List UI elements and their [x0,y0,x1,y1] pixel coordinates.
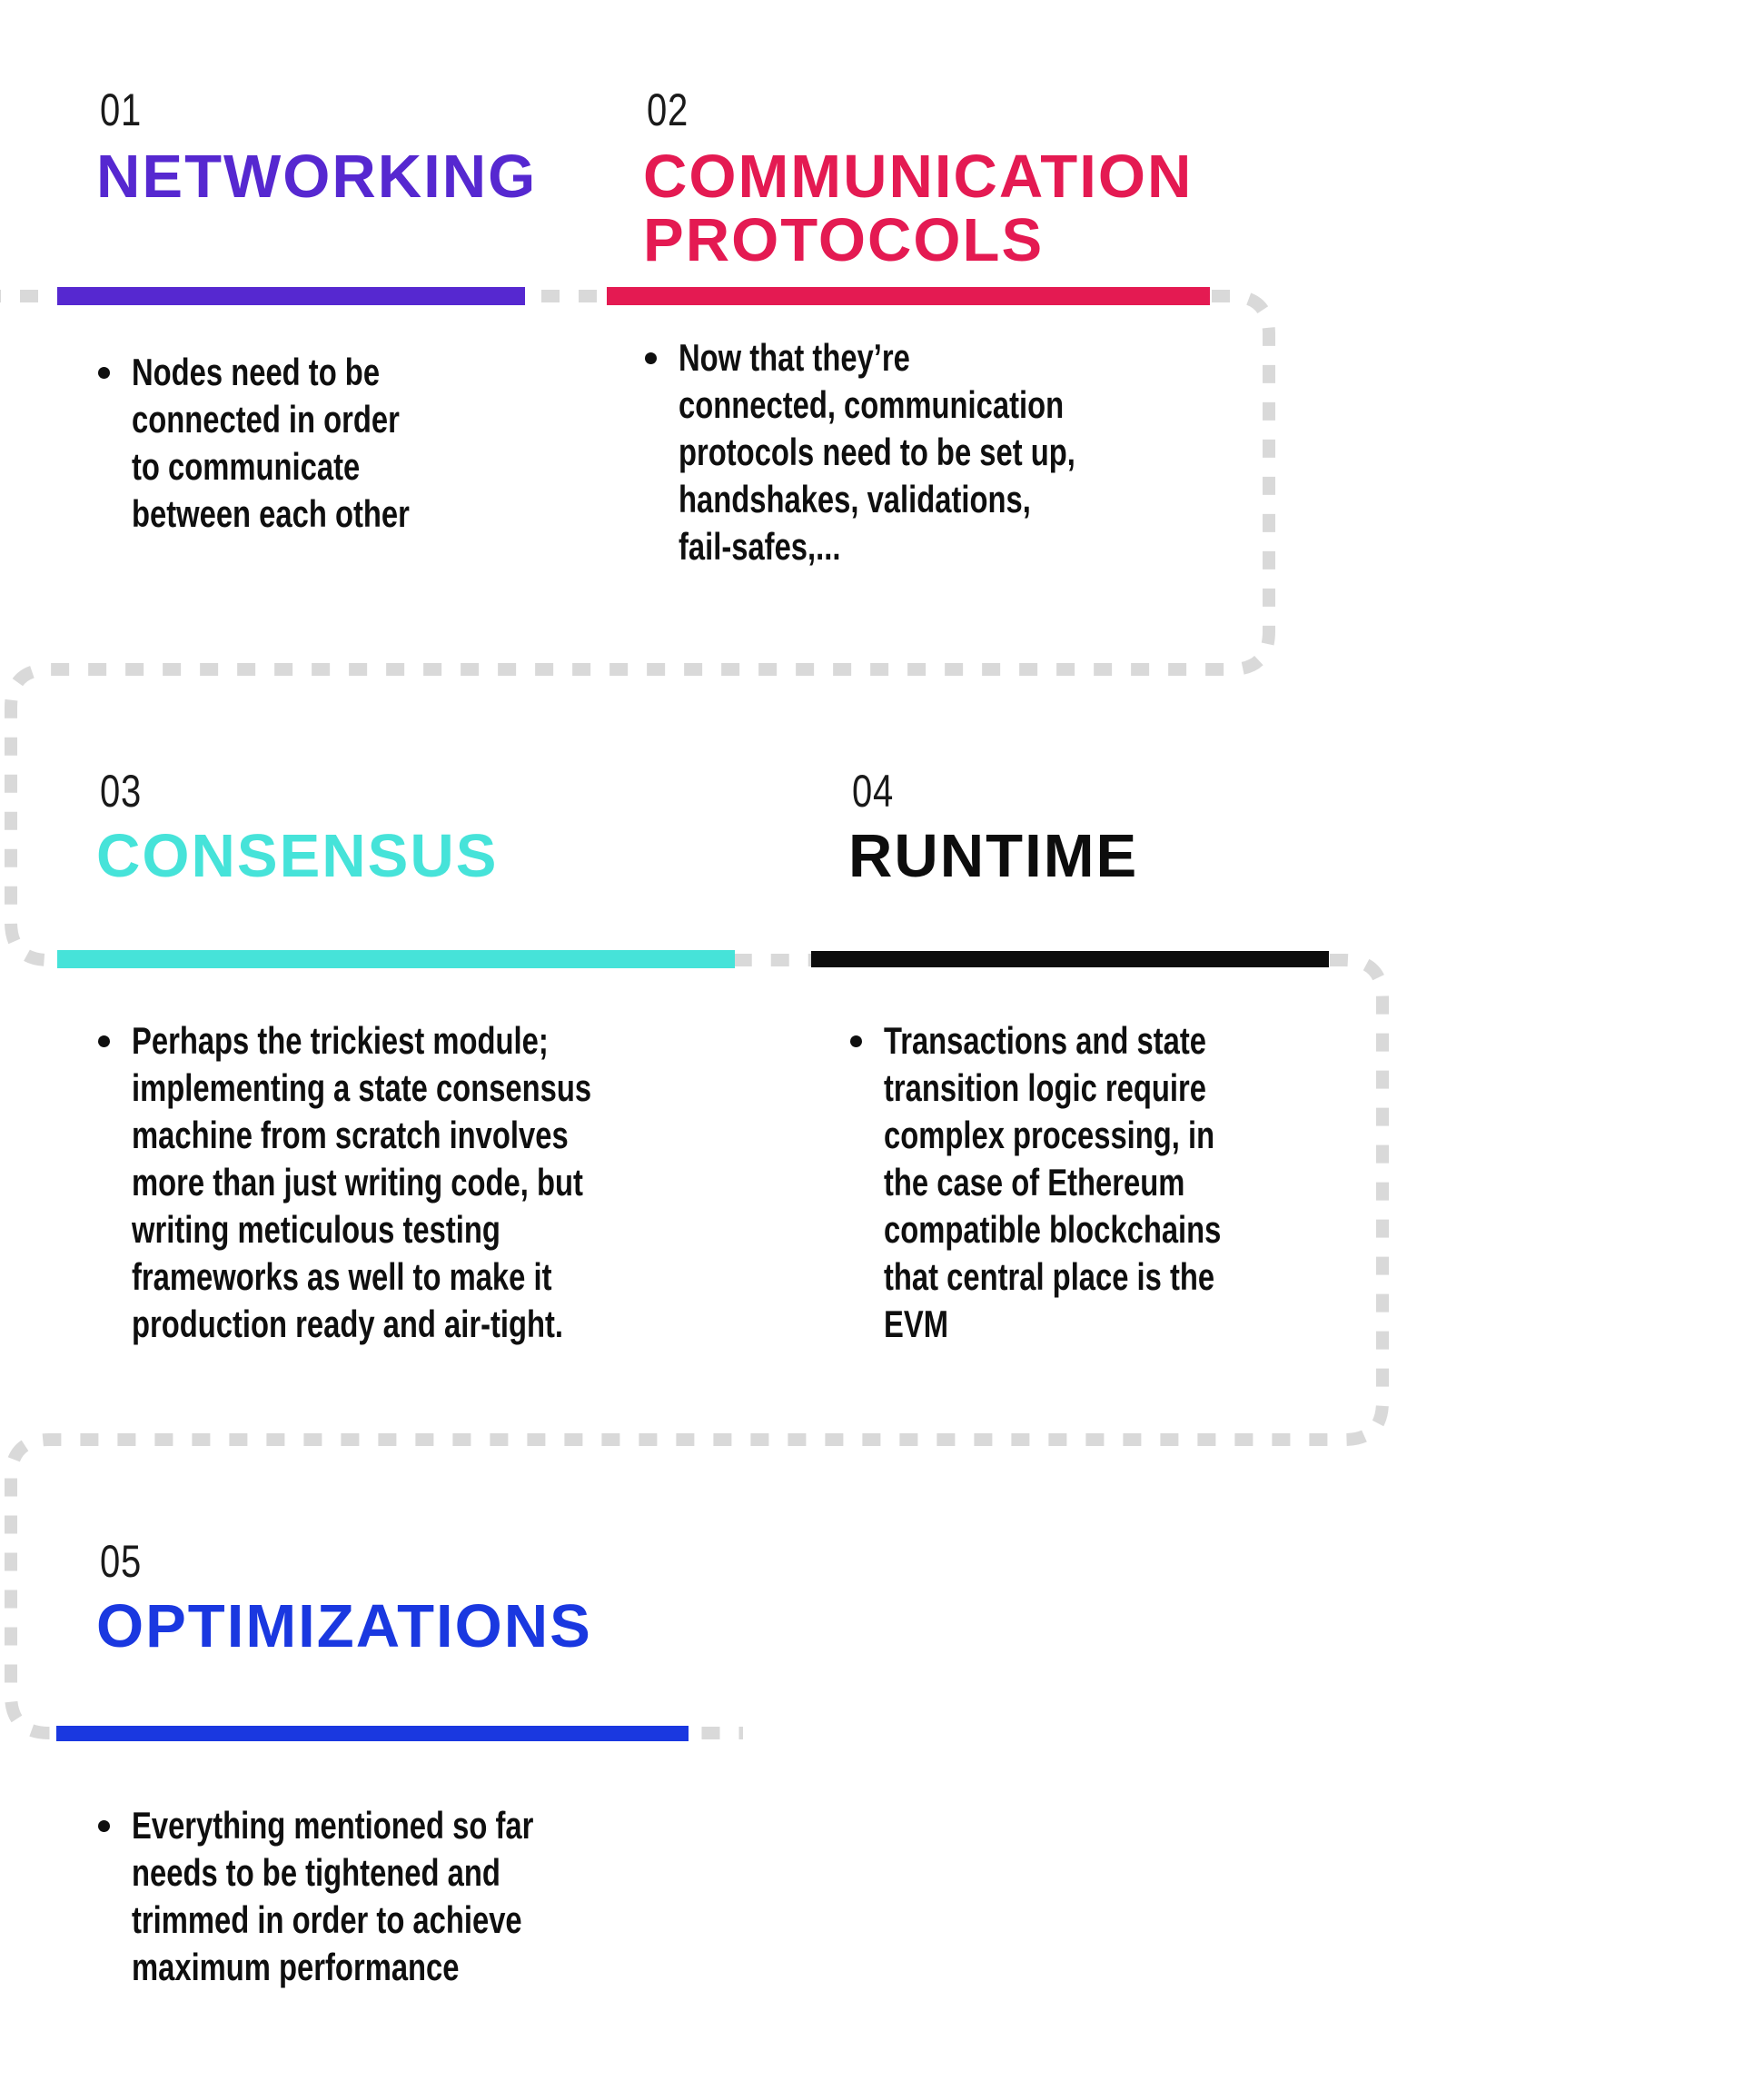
accent-bar-consensus [57,950,735,968]
bullet-text: Everything mentioned so far needs to be … [132,1804,534,1988]
bullet-dot [98,1035,110,1047]
bullet-dot [850,1035,862,1047]
accent-bar-optimizations [56,1726,689,1741]
section-number-05: 05 [100,1536,143,1587]
accent-bar-networking [57,287,525,305]
bullet-text: Now that they’re connected, communicatio… [679,336,1075,568]
section-number-03: 03 [100,766,143,817]
section-number-02: 02 [647,84,689,135]
bullet-text: Perhaps the trickiest module; implementi… [132,1019,592,1345]
section-number-01: 01 [100,84,143,135]
section-title-communication-protocols: COMMUNICATION PROTOCOLS [643,143,1194,274]
bullet-dot [98,367,110,379]
bullet-dot [645,352,657,364]
section-number-04: 04 [852,766,895,817]
section-title-optimizations: OPTIMIZATIONS [96,1592,592,1660]
section-title-consensus: CONSENSUS [96,822,499,890]
bullet-text: Transactions and state transition logic … [884,1019,1222,1345]
section-bullet-communication-protocols: Now that they’re connected, communicatio… [645,334,1496,570]
bullet-text: Nodes need to be connected in order to c… [132,351,410,535]
section-bullet-networking: Nodes need to be connected in order to c… [98,349,949,538]
section-bullet-consensus: Perhaps the trickiest module; implementi… [98,1017,949,1348]
section-bullet-optimizations: Everything mentioned so far needs to be … [98,1802,949,1991]
section-bullet-runtime: Transactions and state transition logic … [850,1017,1701,1348]
section-title-runtime: RUNTIME [848,822,1139,890]
accent-bar-runtime [811,951,1329,967]
section-title-networking: NETWORKING [96,143,538,211]
bullet-dot [98,1820,110,1832]
accent-bar-communication-protocols [607,287,1210,305]
